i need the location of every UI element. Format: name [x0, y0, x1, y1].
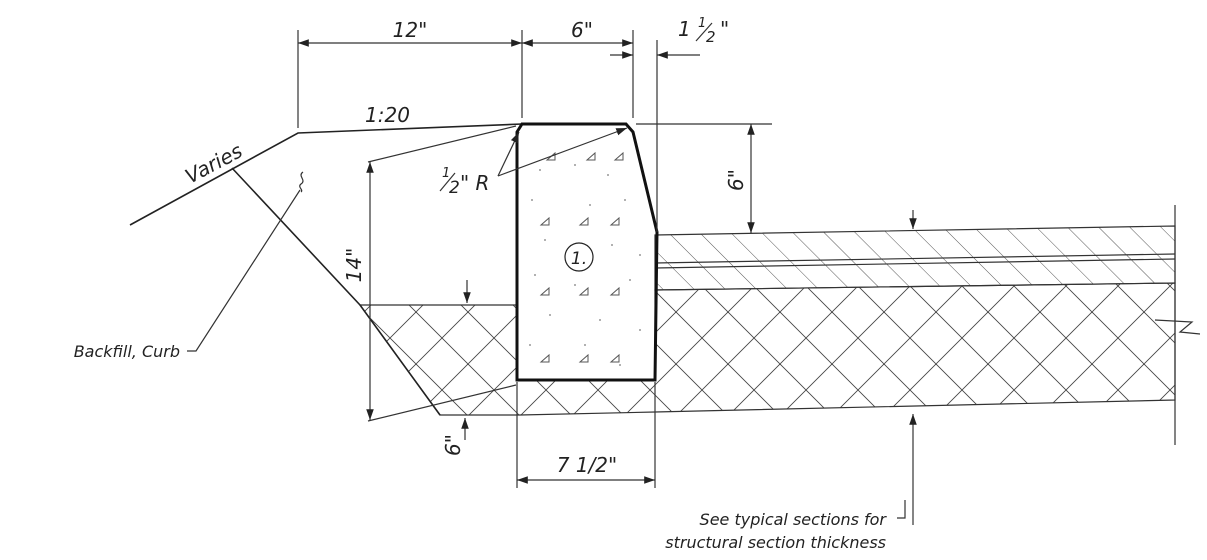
radius-suffix: " R	[460, 171, 489, 195]
concrete-stipple	[529, 164, 641, 366]
material-callout-circle	[564, 242, 594, 272]
radius-leader-back	[497, 131, 520, 177]
varies-label: Varies	[181, 139, 246, 189]
base-hatch-region	[358, 282, 1176, 416]
dim-12-label: 12"	[393, 18, 428, 42]
pavement-layer-line-1	[654, 253, 1176, 264]
structural-note-line2: structural section thickness	[665, 533, 886, 552]
ground-slope-line	[129, 123, 523, 226]
ext-line-14-bottom	[367, 384, 517, 422]
structural-note-line1: See typical sections for	[700, 510, 888, 529]
dim-batter-den: 2	[706, 28, 716, 46]
backfill-label: Backfill, Curb	[74, 342, 180, 361]
backfill-leader	[187, 189, 301, 352]
dim-batter-whole: 1	[678, 17, 691, 41]
pavement-layer-line-2	[654, 258, 1176, 269]
dim-6-top-label: 6"	[571, 18, 593, 42]
ext-line-14-top	[367, 125, 517, 163]
backfill-symbol	[299, 171, 304, 193]
dim-base-width-label: 7 1/2"	[557, 453, 617, 477]
material-callout-label: 1.	[571, 249, 587, 269]
dim-batter-unit: "	[720, 17, 729, 41]
dim-batter-num: 1	[698, 16, 706, 31]
dim-base-depth-label: 6"	[441, 434, 465, 456]
excavation-line	[231, 167, 441, 416]
curb-body	[515, 122, 659, 382]
dim-batter-frac-bar	[695, 22, 713, 42]
slope-label: 1:20	[365, 103, 410, 127]
radius-den: 2	[449, 178, 460, 198]
radius-num: 1	[442, 166, 450, 181]
structural-note-tick	[897, 500, 906, 519]
radius-leader-front	[497, 127, 628, 177]
break-symbol	[1154, 319, 1201, 335]
radius-frac-bar	[439, 172, 456, 192]
dim-14-label: 14"	[342, 248, 366, 283]
dim-face-label: 6"	[724, 169, 748, 191]
